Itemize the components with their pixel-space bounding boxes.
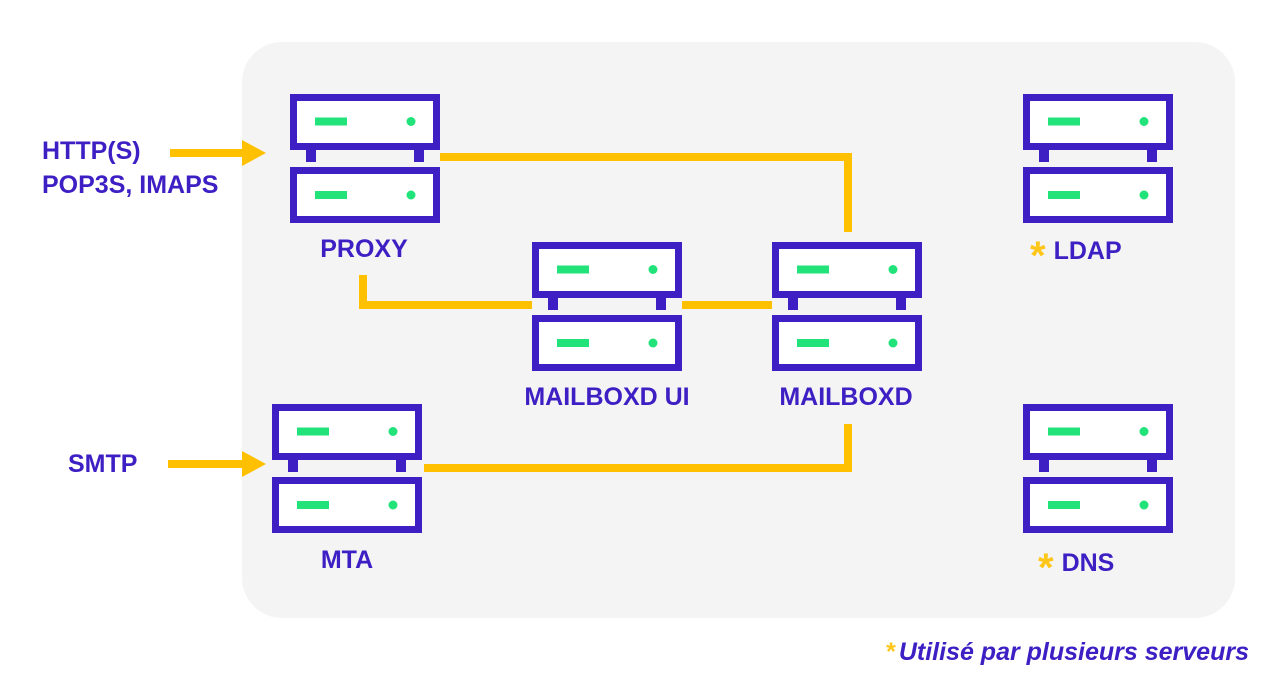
server-label-dns: DNS [1061, 549, 1115, 577]
http-arrow-head [242, 140, 266, 166]
wire-proxy-mailboxd [440, 153, 852, 232]
input-label-http: HTTP(S) [42, 137, 141, 165]
input-label-smtp: SMTP [68, 450, 138, 478]
shared-server-marker: * [1030, 234, 1046, 278]
wire-mta-mailboxd [424, 424, 852, 472]
server-label-ldap: LDAP [1053, 237, 1122, 265]
server-label-mailboxd: MAILBOXD [779, 383, 913, 411]
input-label-pop3s-imaps: POP3S, IMAPS [42, 171, 219, 199]
server-label-mta: MTA [320, 546, 374, 574]
ldap-server-icon [1023, 94, 1173, 224]
legend-marker: * [885, 638, 895, 666]
server-label-mailboxd-ui: MAILBOXD UI [524, 383, 690, 411]
dns-server-icon [1023, 404, 1173, 534]
server-label-ldap-group: *LDAP [1030, 236, 1122, 276]
mta-server-icon [272, 404, 422, 534]
server-label-dns-group: *DNS [1038, 548, 1114, 588]
proxy-server-icon [290, 94, 440, 224]
wire-proxy-mailboxd-ui [359, 275, 532, 309]
mailboxd-ui-server-icon [532, 242, 682, 372]
server-label-proxy: PROXY [320, 235, 408, 263]
mailboxd-server-icon [772, 242, 922, 372]
smtp-arrow-head [242, 451, 266, 477]
shared-server-marker: * [1038, 546, 1054, 590]
legend-text: Utilisé par plusieurs serveurs [898, 638, 1249, 666]
legend: *Utilisé par plusieurs serveurs [885, 638, 1249, 667]
